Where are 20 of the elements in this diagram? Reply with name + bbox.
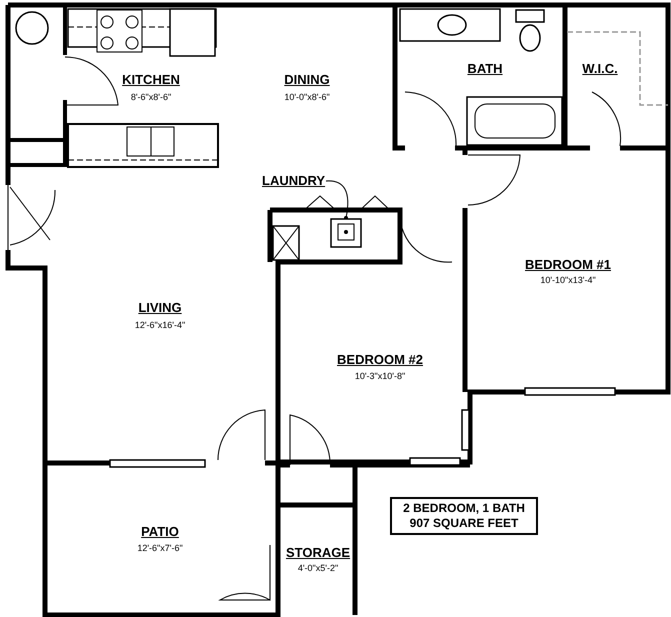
room-dimensions: 8'-6"x8'-6" [130, 92, 172, 103]
room-name: STORAGE [286, 545, 350, 560]
room-name: BEDROOM #1 [525, 257, 611, 272]
room-dimensions: 4'-0"x5'-2" [298, 563, 338, 574]
room-name: LIVING [138, 300, 182, 315]
room-dimensions: 12'-6"x7'-6" [137, 543, 183, 554]
leader-line [326, 180, 348, 220]
room-dimensions: 12'-6"x16'-4" [134, 320, 186, 331]
room-dimensions: 10'-3"x10'-8" [354, 371, 406, 382]
room-name: KITCHEN [122, 72, 180, 87]
room-name: PATIO [141, 524, 179, 539]
room-name: DINING [284, 72, 330, 87]
room-name: BATH [467, 61, 503, 76]
laundry-sink-icon [330, 218, 362, 248]
room-name: W.I.C. [582, 61, 618, 76]
info-box: 2 BEDROOM, 1 BATH 907 SQUARE FEET [390, 497, 538, 535]
room-name: BEDROOM #2 [337, 352, 423, 367]
room-name: LAUNDRY [262, 173, 326, 188]
room-dimensions: 10'-10"x13'-4" [540, 275, 596, 286]
room-dimensions: 10'-0"x8'-6" [284, 92, 330, 103]
